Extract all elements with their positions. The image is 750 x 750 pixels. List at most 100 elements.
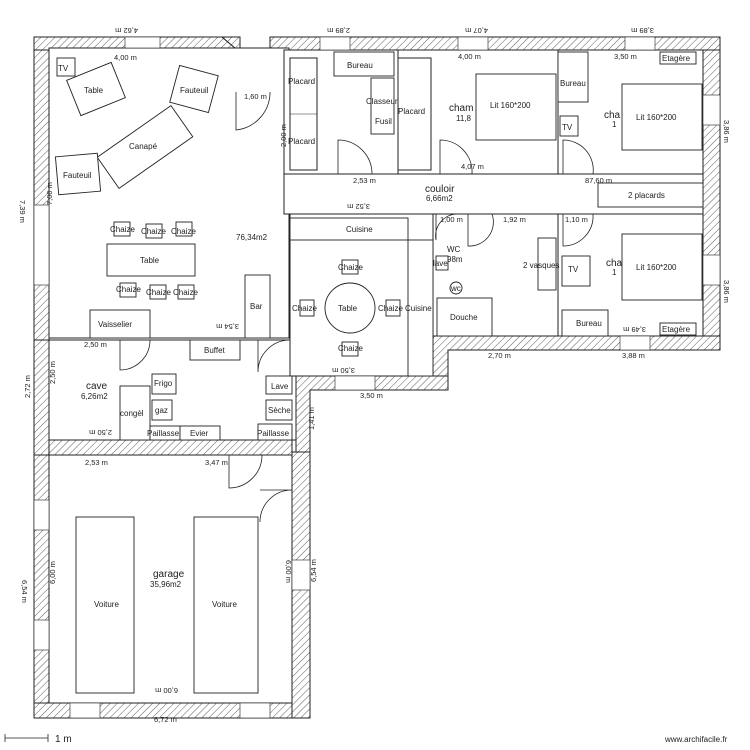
kitchen-furniture: Cuisine Cuisine Table Chaize Chaize Chai… <box>289 217 434 377</box>
dim-160: 1,60 m <box>244 92 267 101</box>
vasques-label: 2 vasques <box>523 261 559 270</box>
table-label-kitchen: Table <box>338 304 358 313</box>
dim-352: 3,52 m <box>347 202 370 211</box>
congel-label: congèl <box>120 409 144 418</box>
dim-462: 4,62 m <box>115 26 138 35</box>
bedroom3-furniture: TV Lit 160*200 cha 1 Bureau Etagère <box>561 233 703 337</box>
fusil-label: Fusil <box>375 117 392 126</box>
bureau-label-3: Bureau <box>576 319 602 328</box>
wc-area-label: 98m <box>447 255 463 264</box>
wc-label: WC <box>447 245 461 254</box>
chaize-label-8: Chaize <box>338 344 363 353</box>
cuisine-label-2: Cuisine <box>405 304 432 313</box>
gaz-label: gaz <box>155 406 168 415</box>
dim-600b: 6,00 m <box>284 560 293 583</box>
dim-253b: 2,53 m <box>85 458 108 467</box>
couloir-label: couloir <box>425 184 455 195</box>
dim-600c: 6,00 m <box>155 686 178 695</box>
dimension-labels: 4,62 m 4,00 m 2,89 m 4,07 m 3,89 m 4,00 … <box>18 26 731 724</box>
bedroom1-furniture: Placard Lit 160*200 cham 11,8 <box>398 73 557 141</box>
garage-area-label: 35,96m2 <box>150 580 182 589</box>
chaize-label-9: Chaize <box>292 304 317 313</box>
cave-furniture: cave 6,26m2 Buffet congèl Frigo gaz Pail… <box>81 339 293 441</box>
placards-label: 2 placards <box>628 191 665 200</box>
footer: 1 m www.archifacile.fr <box>4 734 728 745</box>
dim-250d: 2,50 m <box>89 428 112 437</box>
chambre1-label: cham <box>449 103 473 114</box>
dim-654b: 6,54 m <box>309 559 318 582</box>
fauteuil-label-1: Fauteuil <box>180 86 209 95</box>
dim-200: 2,00 m <box>279 124 288 147</box>
dim-654a: 6,54 m <box>20 580 29 603</box>
dim-386a: 3,86 m <box>722 120 731 143</box>
lave-small-label: lave <box>433 259 448 268</box>
etagere-label-2: Etagère <box>662 325 691 334</box>
bedroom2-furniture: Bureau Etagère TV Lit 160*200 cha 1 <box>557 51 703 151</box>
living-room-furniture: TV Table Fauteuil Canapé Fauteuil Table … <box>54 57 271 339</box>
chaize-label-5: Chaize <box>146 288 171 297</box>
couloir-area-label: 6,66m2 <box>426 194 453 203</box>
dim-389: 3,89 m <box>631 26 654 35</box>
dim-739: 7,39 m <box>18 200 27 223</box>
dim-400b: 4,00 m <box>458 52 481 61</box>
cuisine-label-1: Cuisine <box>346 225 373 234</box>
bureau-label-2: Bureau <box>560 79 586 88</box>
cave-label: cave <box>86 381 108 392</box>
dim-141: 1,41 m <box>307 407 316 430</box>
douche-label: Douche <box>450 313 478 322</box>
dim-760: 87,60 m <box>585 176 612 185</box>
lit-label-2: Lit 160*200 <box>636 113 677 122</box>
evier-label: Evier <box>190 429 209 438</box>
dim-672: 6,72 m <box>154 715 177 724</box>
dim-349: 3,49 m <box>623 325 646 334</box>
dim-700: 7,00 m <box>45 182 54 205</box>
dim-386b: 3,86 m <box>722 280 731 303</box>
paillasse-label-1: Paillasse <box>147 429 180 438</box>
dim-407a: 4,07 m <box>465 26 488 35</box>
chaize-label-3: Chaize <box>171 227 196 236</box>
dim-350a: 3,50 m <box>614 52 637 61</box>
vaisselier-label: Vaisselier <box>98 320 132 329</box>
paillasse-label-2: Paillasse <box>257 429 290 438</box>
dim-270: 2,70 m <box>488 351 511 360</box>
office-furniture: Placard Placard Bureau Classeur Fusil <box>288 51 398 146</box>
lit-label-1: Lit 160*200 <box>490 101 531 110</box>
canape-label: Canapé <box>129 142 158 151</box>
windows <box>33 36 721 719</box>
frigo-label: Frigo <box>154 379 173 388</box>
corridor: couloir 6,66m2 2 placards <box>425 182 704 208</box>
dim-347: 3,47 m <box>205 458 228 467</box>
placard-label-3: Placard <box>398 107 425 116</box>
brand-label: www.archifacile.fr <box>664 735 728 744</box>
voiture-label-1: Voiture <box>94 600 119 609</box>
chaize-label-10: Chaize <box>378 304 403 313</box>
dim-250b: 2,50 m <box>84 340 107 349</box>
dim-400a: 4,00 m <box>114 53 137 62</box>
buffet-label: Buffet <box>204 346 226 355</box>
tv-label: TV <box>58 64 69 73</box>
dim-192: 1,92 m <box>503 215 526 224</box>
garage-label: garage <box>153 569 185 580</box>
dim-388: 3,88 m <box>622 351 645 360</box>
dim-272: 2,72 m <box>23 375 32 398</box>
wc-symbol-label: wc <box>450 284 461 293</box>
garage-furniture: Voiture Voiture garage 35,96m2 <box>75 516 259 694</box>
chambre3-area-label: 1 <box>612 268 617 277</box>
chaize-label-7: Chaize <box>338 263 363 272</box>
bar-label: Bar <box>250 302 263 311</box>
dim-600a: 6,00 m <box>48 561 57 584</box>
voiture-label-2: Voiture <box>212 600 237 609</box>
doors <box>119 91 594 523</box>
fauteuil-label-2: Fauteuil <box>63 171 92 180</box>
dim-250c: 2,50 m <box>48 361 57 384</box>
cave-area-label: 6,26m2 <box>81 392 108 401</box>
bathroom-furniture: WC 98m lave wc Douche 2 vasques <box>433 237 559 337</box>
chambre3-label: cha <box>606 258 623 269</box>
dim-350b: 3,50 m <box>332 366 355 375</box>
placard-label-2: Placard <box>288 137 315 146</box>
dim-407b: 4,07 m <box>461 162 484 171</box>
tv-label-3: TV <box>568 265 579 274</box>
seche-label: Sèche <box>268 406 291 415</box>
chaize-label-4: Chaize <box>116 285 141 294</box>
